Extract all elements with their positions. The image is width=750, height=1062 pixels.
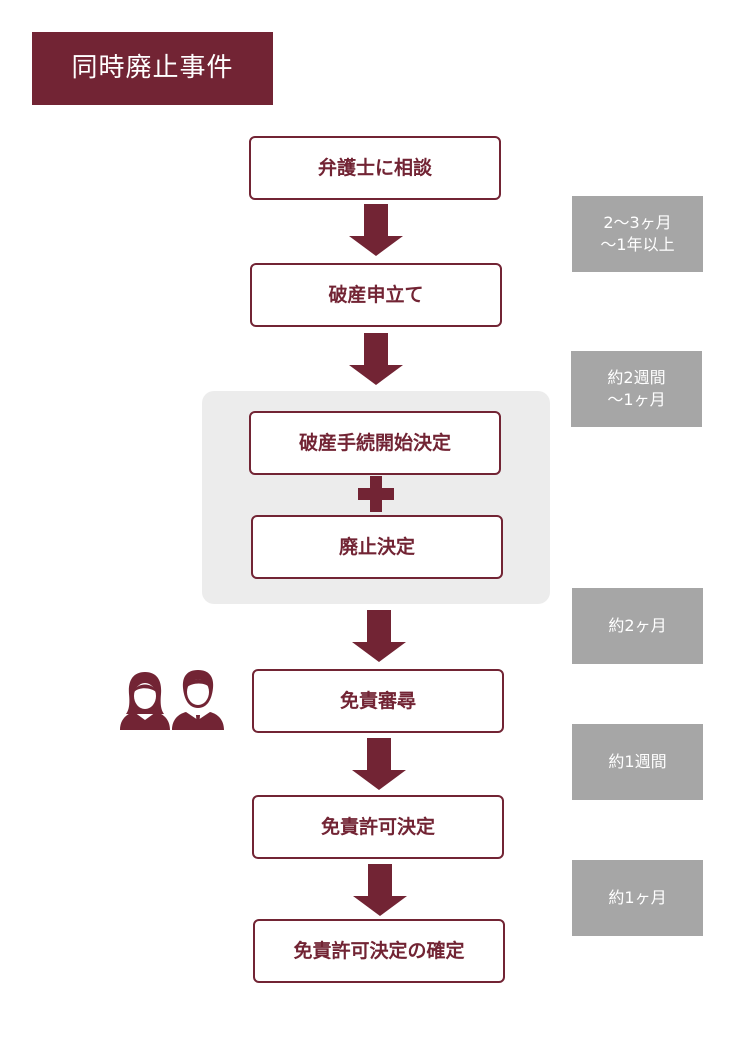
- down-arrow-icon: [352, 610, 406, 662]
- duration-line: 約1ヶ月: [608, 888, 667, 907]
- duration-box: 約1週間: [572, 724, 703, 800]
- page-title: 同時廃止事件: [32, 32, 273, 105]
- down-arrow-icon: [352, 738, 406, 790]
- people-icon: [118, 668, 226, 730]
- duration-line: 約1週間: [608, 752, 667, 771]
- duration-line: 約2週間: [607, 368, 666, 387]
- duration-line: ～1ヶ月: [607, 390, 666, 409]
- step-discharge-finalized: 免責許可決定の確定: [253, 919, 505, 983]
- step-discharge-permission: 免責許可決定: [252, 795, 504, 859]
- duration-line: 約2ヶ月: [608, 616, 667, 635]
- duration-box: 2～3ヶ月 ～1年以上: [572, 196, 703, 272]
- step-bankruptcy-petition: 破産申立て: [250, 263, 502, 327]
- step-consult-lawyer: 弁護士に相談: [249, 136, 501, 200]
- step-discharge-hearing: 免責審尋: [252, 669, 504, 733]
- duration-box: 約2ヶ月: [572, 588, 703, 664]
- down-arrow-icon: [353, 864, 407, 916]
- down-arrow-icon: [349, 333, 403, 385]
- duration-box: 約1ヶ月: [572, 860, 703, 936]
- duration-line: 2～3ヶ月: [603, 213, 672, 232]
- duration-line: ～1年以上: [600, 235, 675, 254]
- down-arrow-icon: [349, 204, 403, 256]
- duration-box: 約2週間 ～1ヶ月: [571, 351, 702, 427]
- step-discontinuance-decision: 廃止決定: [251, 515, 503, 579]
- plus-icon: [358, 476, 394, 512]
- step-commencement-decision: 破産手続開始決定: [249, 411, 501, 475]
